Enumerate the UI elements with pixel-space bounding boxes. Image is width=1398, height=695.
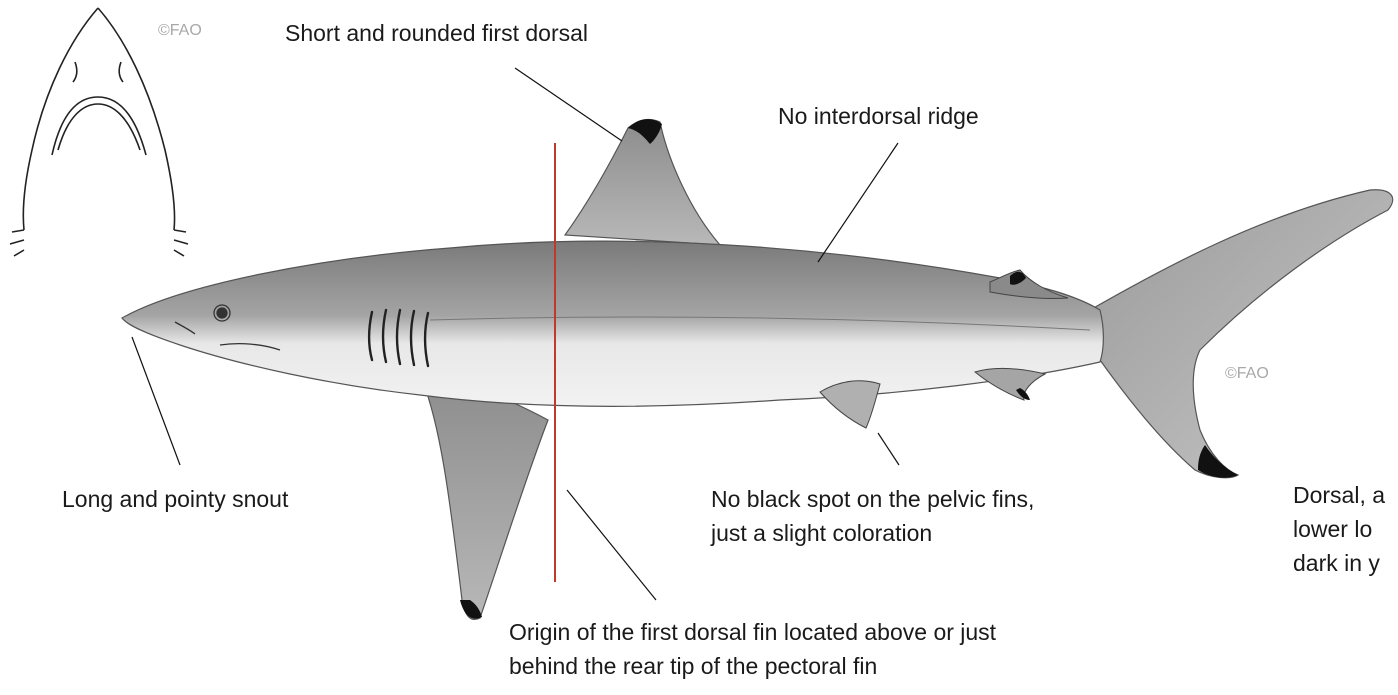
label-pelvic-line1: No black spot on the pelvic fins, [711, 482, 1034, 516]
leader-origin [567, 490, 656, 600]
caudal-fin-lower-tip [1198, 445, 1238, 478]
leader-snout [132, 337, 180, 465]
head-underside-outline [10, 8, 188, 256]
leader-interdorsal [818, 143, 898, 262]
label-snout: Long and pointy snout [62, 482, 288, 516]
label-tail-line1: Dorsal, a [1293, 478, 1385, 512]
leader-first-dorsal [515, 68, 622, 141]
pelvic-fin [820, 381, 880, 428]
label-tail-line3: dark in y [1293, 546, 1380, 580]
copyright-body: ©FAO [1225, 365, 1269, 383]
label-tail-line2: lower lo [1293, 512, 1372, 546]
leader-pelvic [878, 433, 899, 465]
label-origin-line2: behind the rear tip of the pectoral fin [509, 649, 877, 683]
copyright-top: ©FAO [158, 22, 202, 40]
label-interdorsal-ridge: No interdorsal ridge [778, 99, 979, 133]
anal-fin [975, 368, 1045, 400]
first-dorsal-fin [565, 120, 720, 245]
label-origin-line1: Origin of the first dorsal fin located a… [509, 615, 996, 649]
second-dorsal-fin [990, 270, 1068, 299]
caudal-fin [1090, 190, 1393, 478]
label-pelvic-line2: just a slight coloration [711, 516, 932, 550]
pectoral-fin [420, 375, 548, 619]
label-first-dorsal: Short and rounded first dorsal [285, 16, 588, 50]
